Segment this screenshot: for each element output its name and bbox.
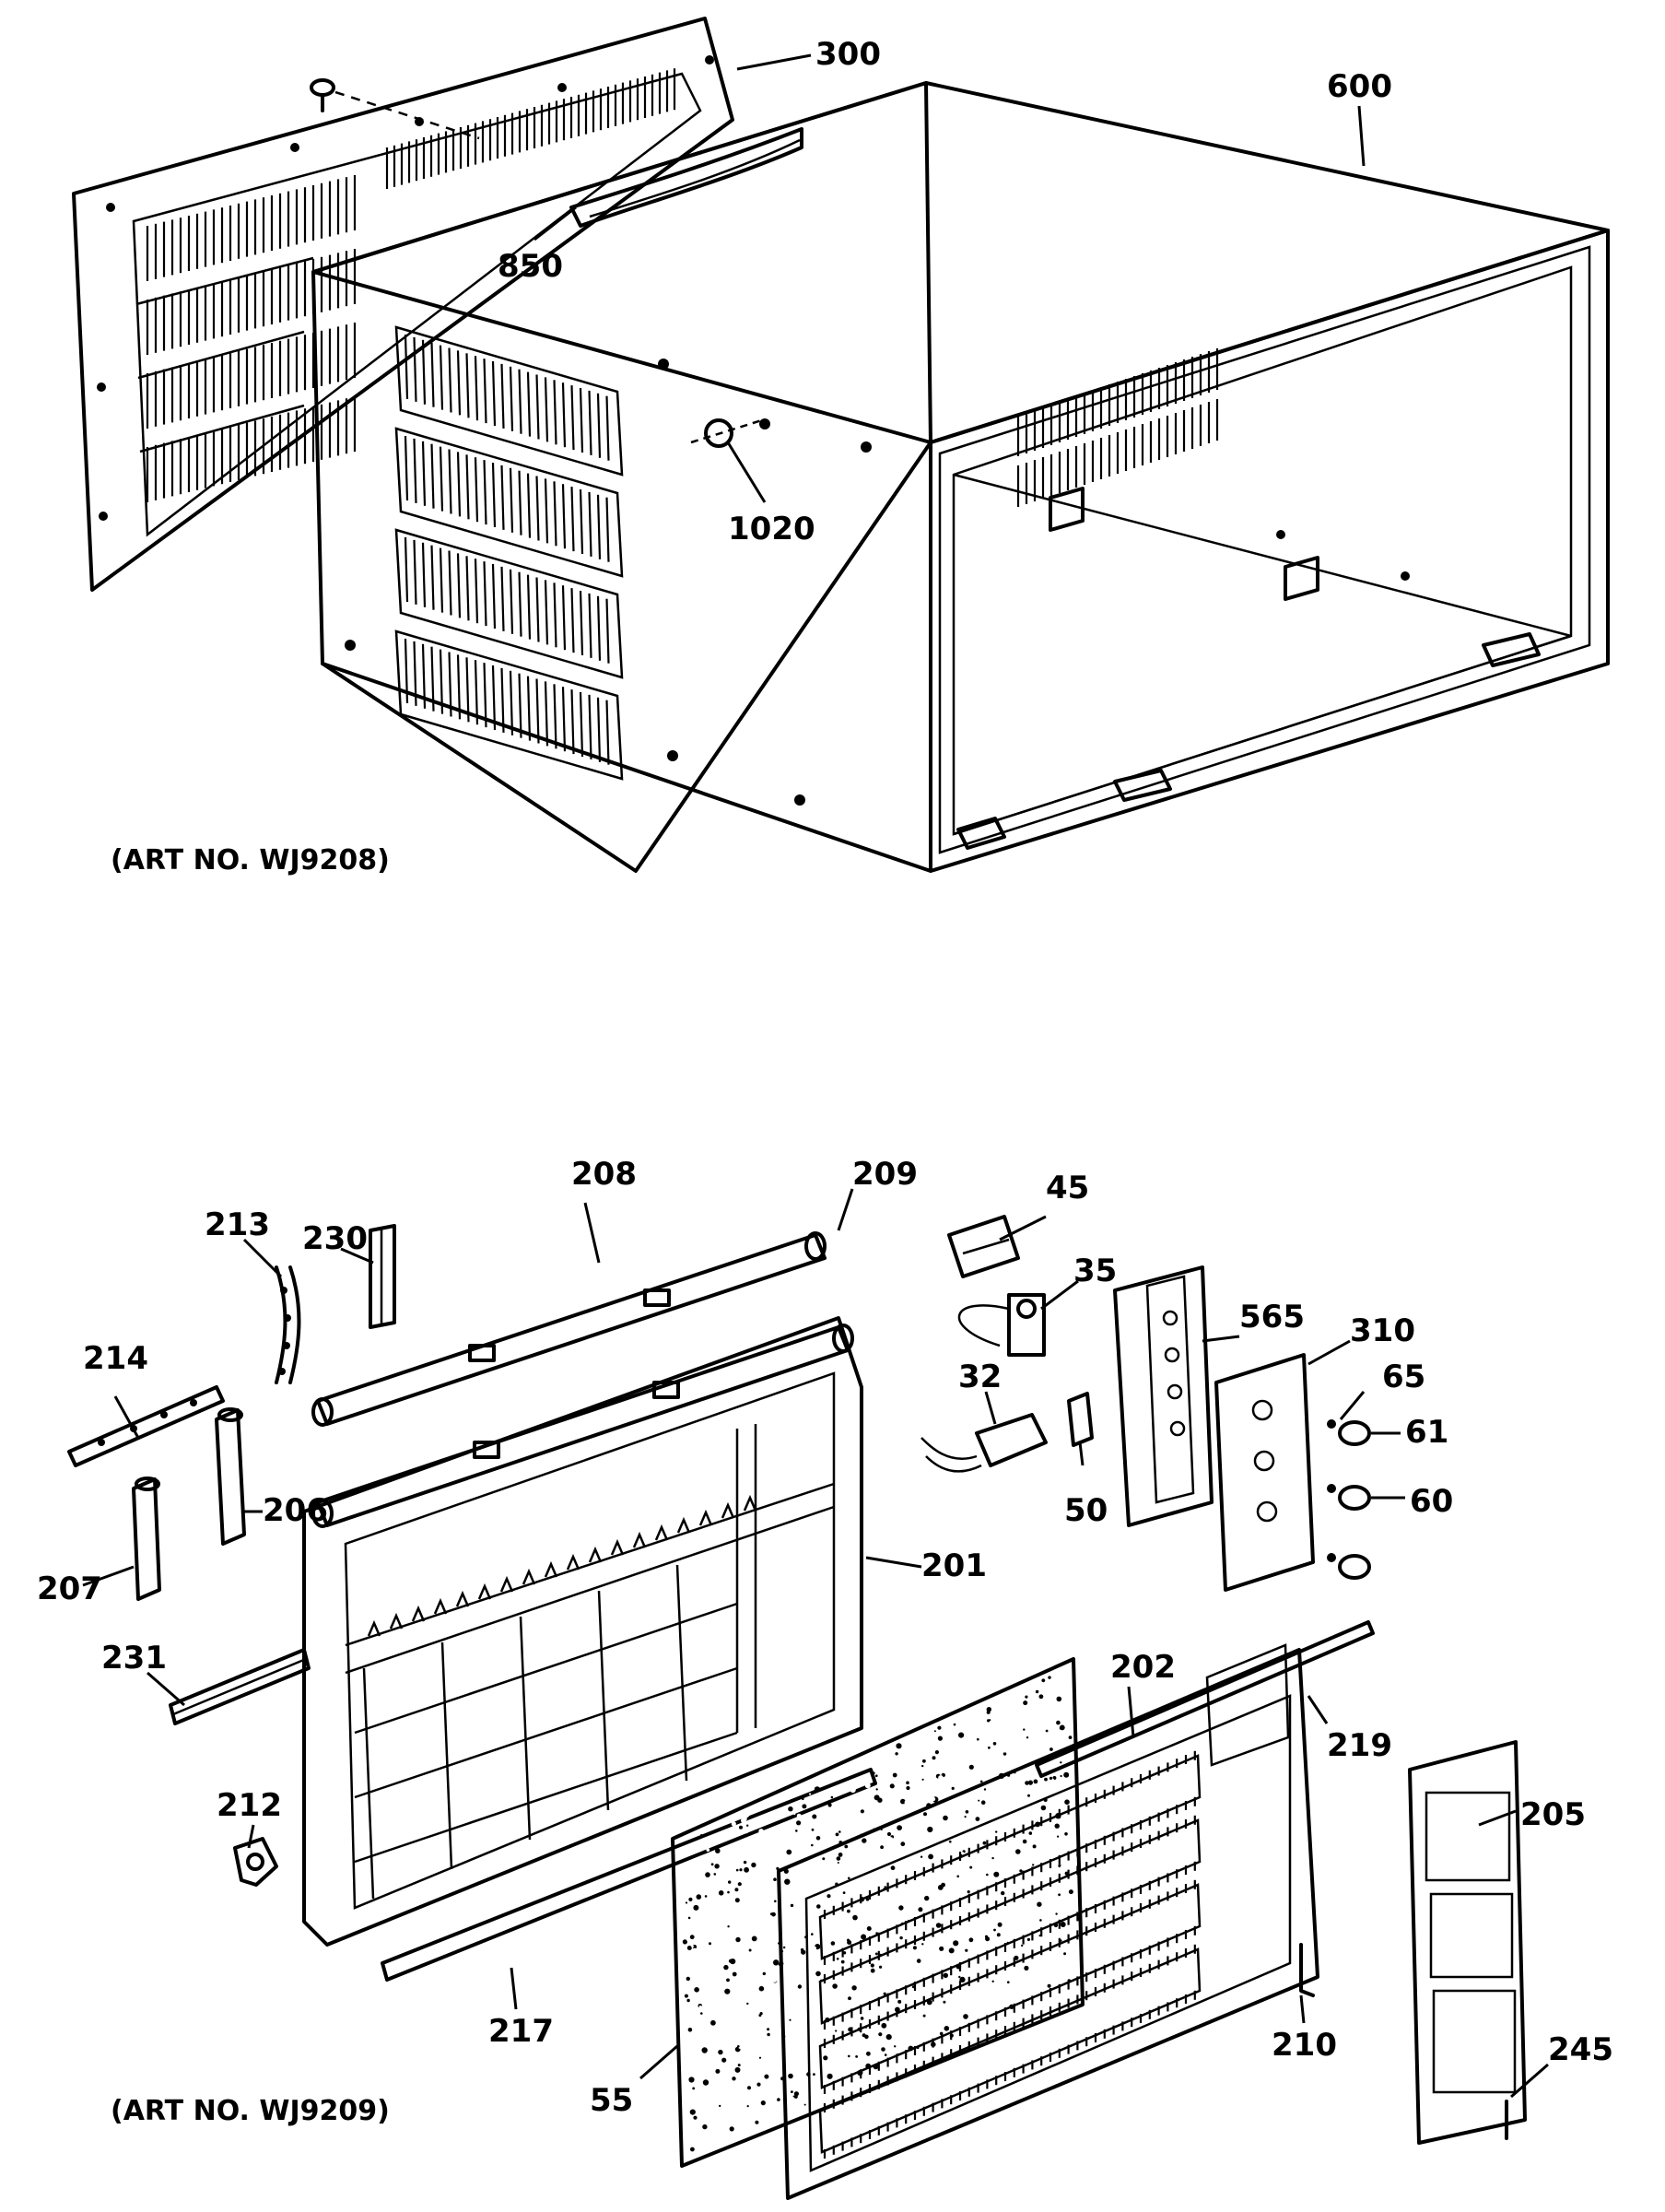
switch-45 [947, 1215, 1020, 1278]
part-label-55: 55 [590, 2082, 633, 2119]
screw-icon [310, 78, 480, 140]
knob-small [1327, 1553, 1371, 1580]
clip-212 [233, 1837, 278, 1887]
part-label-32: 32 [958, 1359, 1002, 1395]
knob-60 [1327, 1484, 1371, 1511]
part-label-206: 206 [263, 1492, 328, 1529]
part-label-214: 214 [83, 1340, 148, 1377]
part-label-208: 208 [571, 1156, 637, 1193]
part-label-60: 60 [1410, 1483, 1453, 1520]
knob-61 [1327, 1419, 1371, 1446]
rail-208 [311, 1231, 827, 1427]
part-label-201: 201 [921, 1547, 987, 1584]
rear-grille-louvers [135, 256, 314, 453]
part-label-209: 209 [852, 1156, 918, 1193]
vertical-bar-230 [369, 1224, 396, 1329]
part-label-600: 600 [1327, 68, 1392, 105]
figure-cabinet: 300 600 850 1020 (ART NO. WJ9208) [72, 17, 1610, 877]
rail-209 [311, 1324, 854, 1528]
part-label-230: 230 [302, 1220, 368, 1257]
rod-219 [1035, 1620, 1375, 1778]
rear-grille-panel-300 [72, 17, 734, 592]
switch-50 [1067, 1392, 1094, 1447]
control-panel-310 [1214, 1353, 1315, 1592]
front-frame-201 [302, 1316, 863, 1947]
part-label-1020: 1020 [728, 511, 815, 547]
part-label-565: 565 [1239, 1299, 1305, 1335]
part-label-310: 310 [1350, 1312, 1415, 1349]
switch-32 [920, 1413, 1048, 1473]
part-label-212: 212 [217, 1787, 282, 1824]
part-label-850: 850 [498, 248, 563, 285]
cabinet-shell-600 [311, 81, 1610, 873]
part-label-300: 300 [815, 36, 881, 73]
plug-button-1020 [690, 418, 766, 448]
part-label-219: 219 [1327, 1727, 1392, 1764]
mounting-bracket [956, 487, 1541, 850]
front-grille-202 [777, 1643, 1319, 2200]
angle-strip-231 [169, 1648, 311, 1725]
part-label-202: 202 [1110, 1649, 1176, 1686]
side-panel-205 [1408, 1740, 1527, 2145]
part-label-210: 210 [1272, 2027, 1337, 2064]
part-label-217: 217 [488, 2013, 554, 2050]
part-label-35: 35 [1073, 1253, 1117, 1289]
part-label-61: 61 [1405, 1414, 1448, 1451]
part-label-50: 50 [1064, 1492, 1108, 1529]
art-number-label-bottom: (ART NO. WJ9209) [111, 2095, 390, 2127]
filter-pad-55 [671, 1657, 1085, 2168]
bar-214 [67, 1385, 225, 1467]
bottom-strip-217 [381, 1768, 877, 1982]
bracket-207 [132, 1477, 161, 1601]
control-bracket-565 [1113, 1265, 1214, 1527]
part-label-205: 205 [1520, 1796, 1586, 1833]
curved-strip-213 [275, 1265, 301, 1384]
gasket-strip-850 [569, 127, 803, 228]
part-label-207: 207 [37, 1571, 102, 1607]
thermostat-35 [957, 1293, 1046, 1357]
part-label-65: 65 [1382, 1359, 1425, 1395]
bracket-206 [215, 1407, 246, 1546]
figure-front-assembly: 208 209 45 213 230 35 565 310 214 32 65 … [37, 1156, 1613, 2200]
hook-210 [1299, 1943, 1315, 1997]
part-label-231: 231 [101, 1640, 167, 1677]
art-number-label-top: (ART NO. WJ9208) [111, 844, 390, 877]
part-label-45: 45 [1046, 1170, 1089, 1206]
part-label-245: 245 [1548, 2031, 1613, 2068]
part-label-213: 213 [205, 1206, 270, 1243]
